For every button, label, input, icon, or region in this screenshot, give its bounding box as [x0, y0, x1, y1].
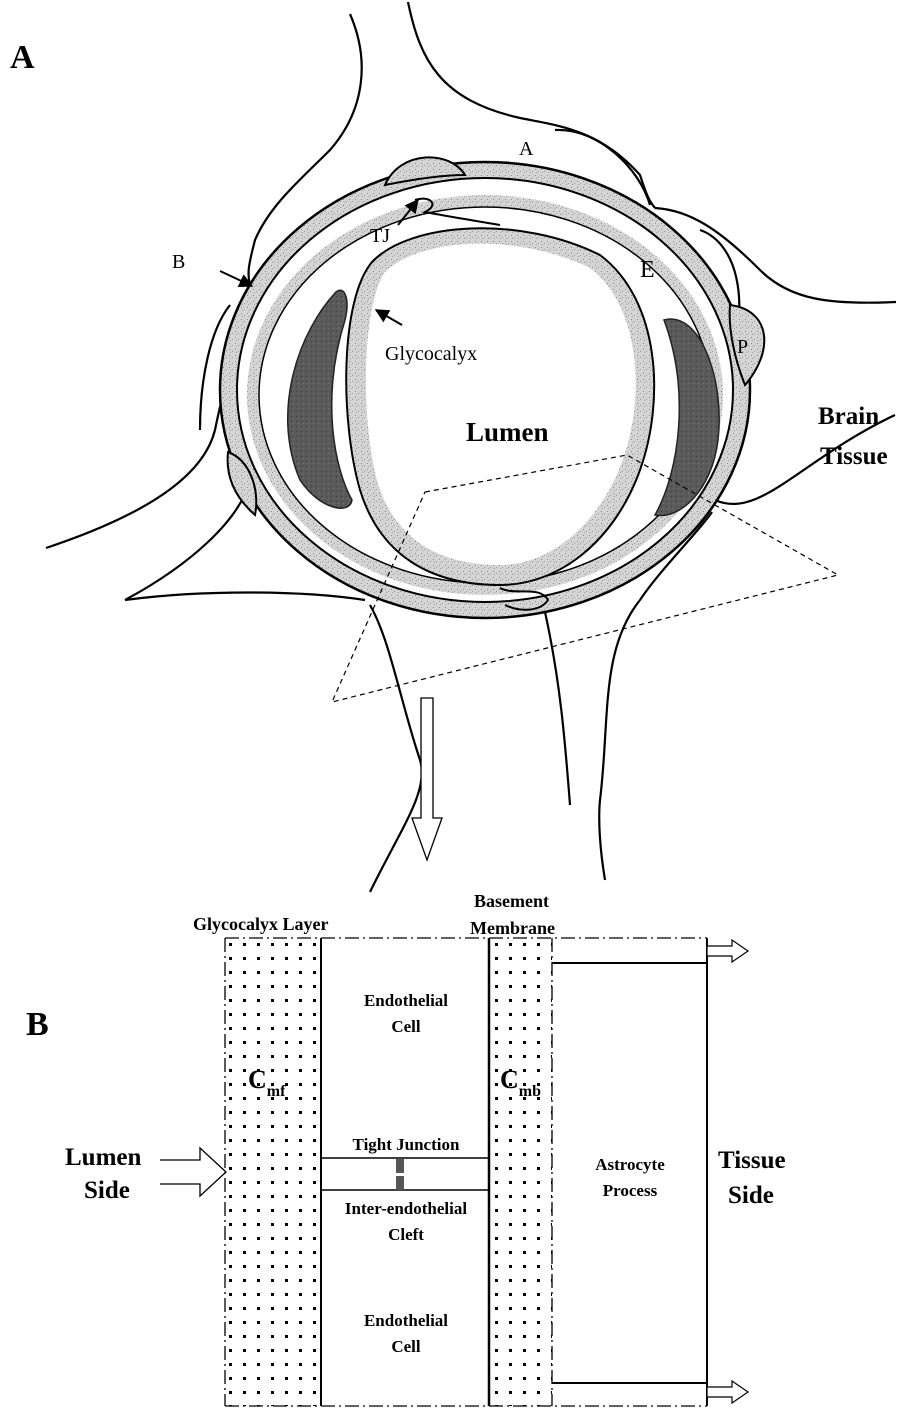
basement-label: B — [172, 251, 185, 273]
cleft-label-line1: Inter-endothelial — [345, 1199, 467, 1218]
tj-label: TJ — [370, 225, 390, 247]
basement-label-line1: Basement — [474, 891, 549, 911]
lumen-side-label-line2: Side — [84, 1177, 130, 1204]
basement-arrow — [220, 271, 252, 286]
tight-junction-label: Tight Junction — [353, 1135, 460, 1154]
endothelial-top-label-line2: Cell — [391, 1017, 421, 1036]
brain-tissue-label-line2: Tissue — [820, 443, 888, 470]
tissue-side-label-line1: Tissue — [718, 1147, 786, 1174]
endothelial-bottom-label-line2: Cell — [391, 1337, 421, 1356]
lumen-side-arrow — [160, 1148, 226, 1196]
endothelial-label: E — [640, 257, 655, 283]
lumen-label: Lumen — [466, 417, 549, 447]
outflow-arrow-top — [707, 940, 748, 962]
outflow-arrow-bottom — [707, 1381, 748, 1403]
astrocyte-process-label-line1: Astrocyte — [595, 1155, 665, 1174]
pericyte-label: P — [737, 336, 748, 358]
panel-a-letter: A — [10, 39, 35, 76]
glycocalyx-label: Glycocalyx — [385, 343, 477, 365]
panel-b: B Glycoc — [26, 891, 786, 1406]
tight-junction-protein-upper — [396, 1159, 404, 1173]
down-arrow — [412, 698, 442, 860]
lumen-side-label-line1: Lumen — [65, 1144, 142, 1171]
panel-b-letter: B — [26, 1006, 49, 1043]
glycocalyx-layer-label: Glycocalyx Layer — [193, 914, 328, 934]
endothelial-bottom-label-line1: Endothelial — [364, 1311, 448, 1330]
astrocyte-process-label-line2: Process — [603, 1181, 658, 1200]
panel-a: A — [10, 2, 896, 892]
cleft-label-line2: Cleft — [388, 1225, 424, 1244]
basement-membrane-layer — [490, 938, 552, 1406]
endothelial-top-label-line1: Endothelial — [364, 991, 448, 1010]
glycocalyx-layer — [225, 938, 321, 1406]
tissue-side-label-line2: Side — [728, 1182, 774, 1209]
basement-label-line2: Membrane — [470, 918, 555, 938]
brain-tissue-label-line1: Brain — [818, 403, 879, 430]
astrocyte-label: A — [519, 138, 534, 160]
tight-junction-protein-lower — [396, 1176, 404, 1190]
